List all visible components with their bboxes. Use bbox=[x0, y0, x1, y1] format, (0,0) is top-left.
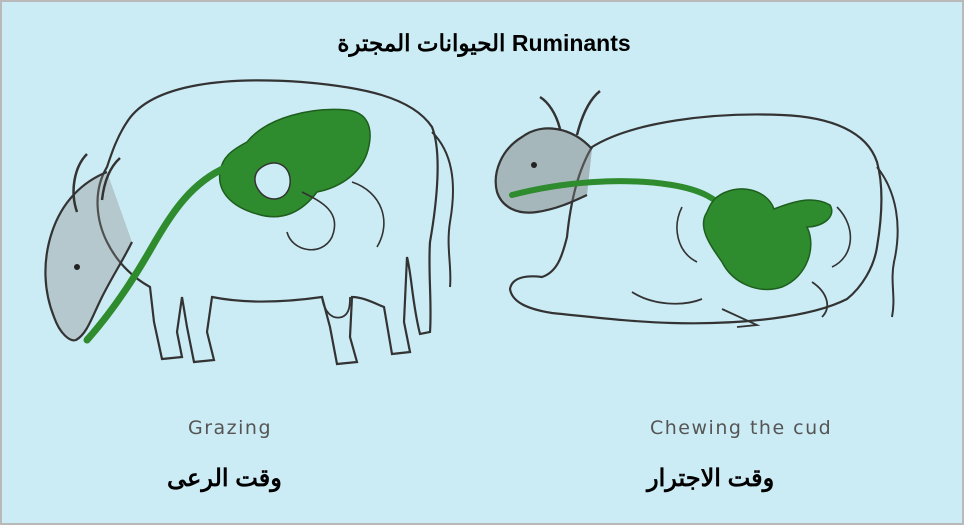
grazing-cow-icon bbox=[32, 72, 472, 392]
resting-cow-icon bbox=[482, 77, 922, 357]
diagram-title: الحيوانات المجترة Ruminants bbox=[2, 30, 964, 57]
chewing-panel bbox=[482, 77, 922, 357]
grazing-caption: Grazing bbox=[188, 417, 272, 439]
grazing-arabic-label: وقت الرعى bbox=[167, 464, 282, 493]
chewing-arabic-label: وقت الاجترار bbox=[647, 464, 774, 493]
grazing-panel bbox=[32, 72, 472, 392]
chewing-caption: Chewing the cud bbox=[650, 417, 832, 439]
